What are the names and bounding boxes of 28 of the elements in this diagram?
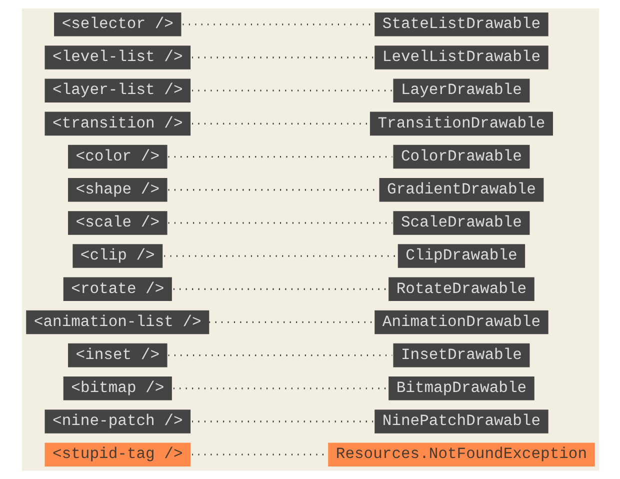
node-box: <nine-patch /> — [44, 410, 190, 434]
node-box: BitmapDrawable — [388, 376, 534, 400]
node-box: <inset /> — [68, 343, 167, 368]
node-box: <scale /> — [68, 211, 167, 235]
node-box: <rotate /> — [62, 277, 172, 302]
node-box: <bitmap /> — [62, 376, 172, 400]
node-box: ClipDrawable — [397, 244, 525, 268]
node-box: RotateDrawable — [388, 277, 534, 302]
node-box: <clip /> — [72, 244, 162, 268]
node-box: StateListDrawable — [374, 12, 548, 36]
node-box: Resources.NotFoundException — [328, 442, 594, 466]
node-box: NinePatchDrawable — [374, 410, 548, 434]
node-box: GradientDrawable — [378, 178, 544, 202]
node-box: InsetDrawable — [392, 343, 530, 368]
node-box: ColorDrawable — [392, 144, 530, 169]
node-box: <animation-list /> — [26, 310, 209, 334]
node-box: <transition /> — [44, 112, 190, 136]
node-box: ScaleDrawable — [392, 211, 530, 235]
node-box: <layer-list /> — [44, 78, 190, 102]
node-box: <selector /> — [54, 12, 181, 36]
node-box: <color /> — [68, 144, 167, 169]
node-box: <shape /> — [68, 178, 167, 202]
node-box: LayerDrawable — [392, 78, 530, 102]
node-box: LevelListDrawable — [374, 46, 548, 70]
node-box: <stupid-tag /> — [44, 442, 190, 466]
node-box: AnimationDrawable — [374, 310, 548, 334]
node-box: <level-list /> — [44, 46, 190, 70]
node-box: TransitionDrawable — [369, 112, 552, 136]
